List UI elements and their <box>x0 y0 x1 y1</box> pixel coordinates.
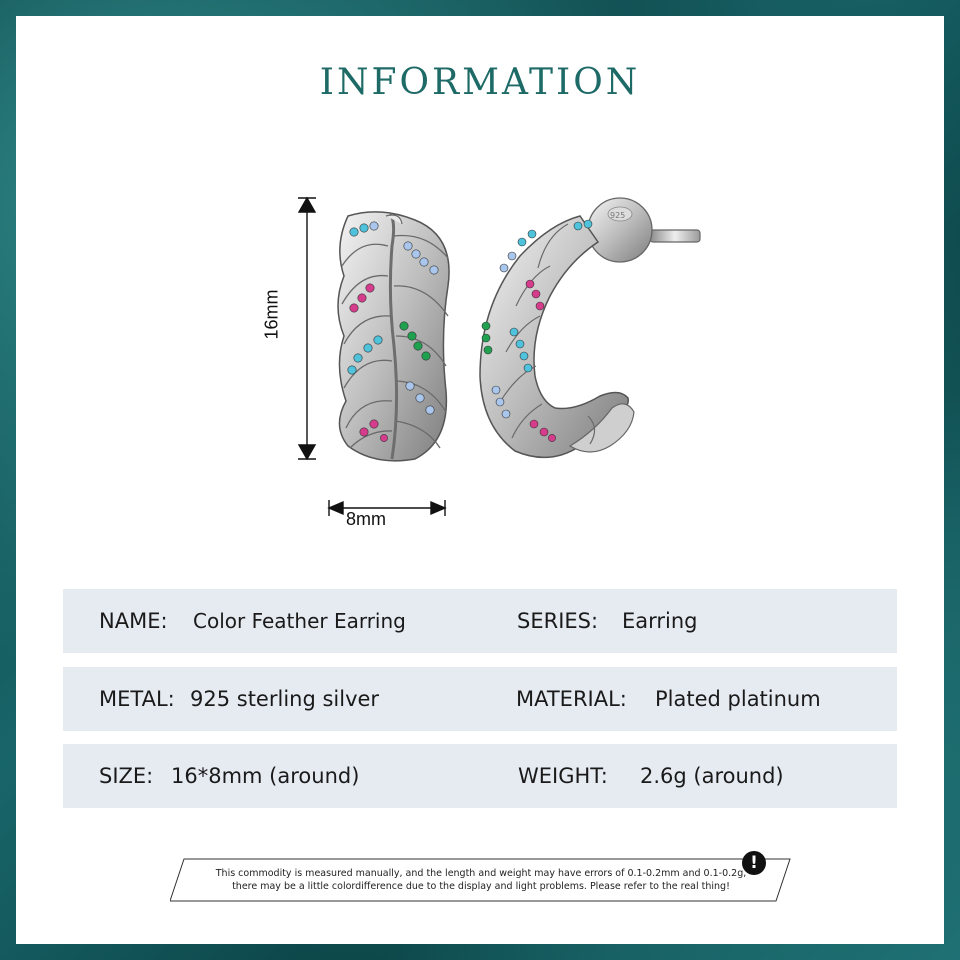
spec-value-name: Color Feather Earring <box>193 609 406 633</box>
spec-value-series: Earring <box>622 609 698 633</box>
spec-value-weight: 2.6g (around) <box>640 764 784 788</box>
exclamation-icon: ! <box>742 851 766 875</box>
earring-front-view <box>337 211 450 462</box>
width-dimension-line <box>327 500 447 516</box>
spec-row-name-series: NAME: Color Feather Earring SERIES: Earr… <box>63 589 897 653</box>
spec-value-metal: 925 sterling silver <box>190 687 380 711</box>
stamp-925: 925 <box>610 211 625 220</box>
spec-row-metal-material: METAL: 925 sterling silver MATERIAL: Pla… <box>63 667 897 731</box>
disclaimer-text: This commodity is measured manually, and… <box>200 867 762 893</box>
gem-stones-side <box>481 219 593 442</box>
spec-value-size: 16*8mm (around) <box>171 764 360 788</box>
spec-label-size: SIZE: <box>99 764 154 788</box>
spec-row-size-weight: SIZE: 16*8mm (around) WEIGHT: 2.6g (arou… <box>63 744 897 808</box>
disclaimer-note: This commodity is measured manually, and… <box>170 851 792 902</box>
earring-product-image: 925 <box>297 196 701 516</box>
info-panel: INFORMATION <box>16 16 944 944</box>
spec-label-material: MATERIAL: <box>516 687 627 711</box>
earring-side-view: 925 <box>479 197 701 459</box>
spec-label-weight: WEIGHT: <box>518 764 608 788</box>
page-title: INFORMATION <box>319 62 641 103</box>
spec-label-metal: METAL: <box>99 687 175 711</box>
width-dimension-label: 8mm <box>346 509 386 529</box>
disclaimer-frame <box>170 858 791 902</box>
spec-label-series: SERIES: <box>517 609 599 633</box>
gem-stones-front <box>347 221 439 442</box>
spec-label-name: NAME: <box>99 609 168 633</box>
spec-value-material: Plated platinum <box>655 687 821 711</box>
disclaimer-line-1: This commodity is measured manually, and… <box>215 868 747 879</box>
disclaimer-line-2: there may be a little colordifference du… <box>232 881 730 892</box>
height-dimension-line <box>297 196 317 461</box>
height-dimension-label: 16mm <box>261 289 282 340</box>
